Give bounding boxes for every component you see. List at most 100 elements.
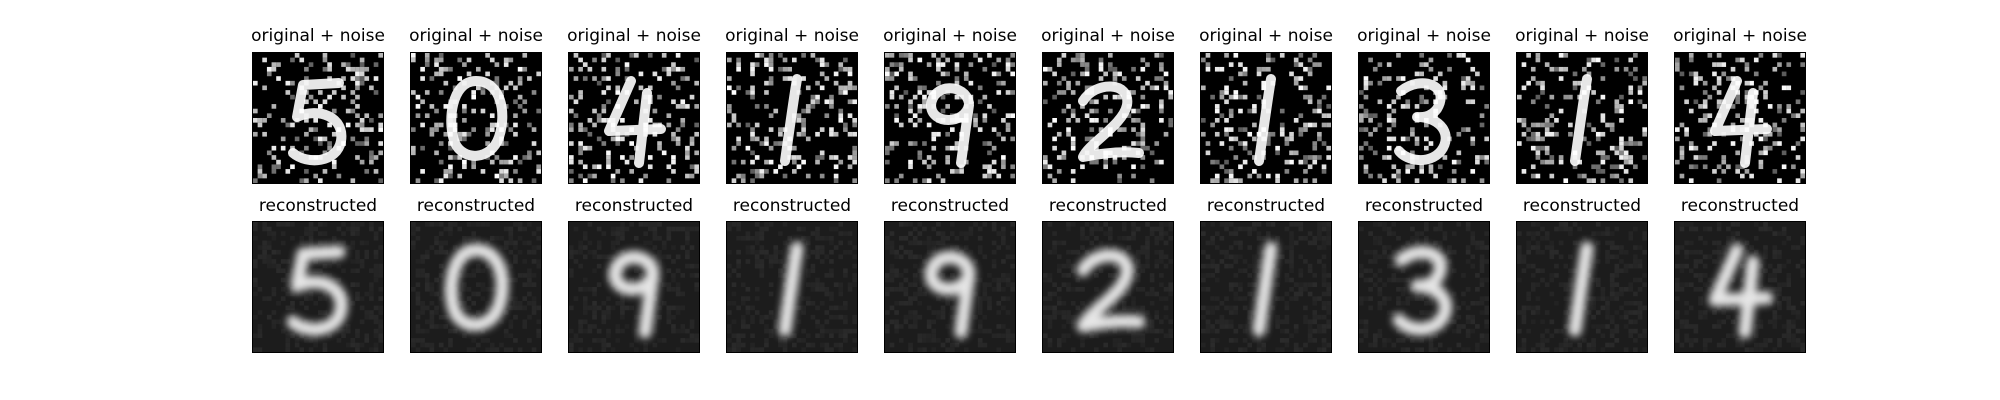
digit-4-stroke xyxy=(1708,243,1774,339)
panel-image-frame xyxy=(884,221,1016,353)
digit-5-stroke xyxy=(288,78,347,166)
reconstructed-digit-image xyxy=(1675,222,1805,352)
reconstructed-digit-image xyxy=(1359,222,1489,352)
digit-strokes xyxy=(1708,243,1774,339)
digit-1-stroke xyxy=(778,241,804,337)
digit-strokes xyxy=(444,243,509,332)
reconstruction-grain xyxy=(1517,222,1647,352)
panel-image-frame xyxy=(252,221,384,353)
panel-image-frame xyxy=(1200,52,1332,184)
noise-pixels xyxy=(253,53,383,183)
panel-image-frame xyxy=(1200,221,1332,353)
noisy-digit-image xyxy=(253,53,383,183)
digit-1-stroke xyxy=(1254,74,1276,166)
noise-pixels xyxy=(411,53,541,183)
noisy-digit-image xyxy=(1043,53,1173,183)
reconstruction-grain xyxy=(411,222,541,352)
reconstructed-digit-image xyxy=(885,222,1015,352)
panel-title: original + noise xyxy=(1199,26,1333,46)
digit-9-stroke xyxy=(608,250,660,339)
digit-strokes xyxy=(1568,241,1594,337)
panel-title: original + noise xyxy=(409,26,543,46)
panel-title: original + noise xyxy=(1357,26,1491,46)
panel-image-frame xyxy=(1516,52,1648,184)
noisy-digit-image xyxy=(411,53,541,183)
noisy-digit-image xyxy=(1201,53,1331,183)
reconstructed-digit-image xyxy=(1517,222,1647,352)
panel-title: reconstructed xyxy=(732,196,852,216)
panel-image-frame xyxy=(1358,221,1490,353)
digit-1-stroke xyxy=(1568,241,1594,337)
panel-image-frame xyxy=(1042,52,1174,184)
digit-9-stroke xyxy=(926,83,974,168)
noise-pixels xyxy=(1675,53,1805,183)
reconstructed-digit-image xyxy=(1043,222,1173,352)
panel-title: original + noise xyxy=(1041,26,1175,46)
digit-strokes xyxy=(780,74,802,166)
digit-strokes xyxy=(608,250,660,339)
panel-title: reconstructed xyxy=(574,196,694,216)
digit-strokes xyxy=(286,245,348,336)
panel-title: original + noise xyxy=(567,26,701,46)
panel-title: original + noise xyxy=(1673,26,1807,46)
panel-title: original + noise xyxy=(1515,26,1649,46)
panel-title: reconstructed xyxy=(1522,196,1642,216)
digit-strokes xyxy=(778,241,804,337)
digit-strokes xyxy=(1076,249,1146,333)
panel-image-frame xyxy=(410,221,542,353)
panel-image-frame xyxy=(1516,221,1648,353)
panel-title: reconstructed xyxy=(416,196,536,216)
reconstruction-grain xyxy=(569,222,699,352)
digit-strokes xyxy=(1252,241,1278,337)
noisy-digit-image xyxy=(727,53,857,183)
panel-image-frame xyxy=(410,52,542,184)
digit-strokes xyxy=(1254,74,1276,166)
panel-image-frame xyxy=(568,52,700,184)
reconstruction-grain xyxy=(1201,222,1331,352)
panel-image-frame xyxy=(1358,52,1490,184)
noise-pixels xyxy=(569,53,699,183)
panel-title: reconstructed xyxy=(1364,196,1484,216)
digit-0-stroke xyxy=(444,243,509,332)
panel-title: original + noise xyxy=(883,26,1017,46)
panel-title: reconstructed xyxy=(258,196,378,216)
noisy-digit-image xyxy=(1359,53,1489,183)
noise-pixels xyxy=(1359,53,1489,183)
reconstructed-digit-image xyxy=(411,222,541,352)
digit-strokes xyxy=(288,78,347,166)
noisy-digit-image xyxy=(569,53,699,183)
reconstructed-digit-image xyxy=(727,222,857,352)
noisy-digit-image xyxy=(885,53,1015,183)
panel-image-frame xyxy=(568,221,700,353)
panel-title: reconstructed xyxy=(1048,196,1168,216)
panel-title: reconstructed xyxy=(890,196,1010,216)
noisy-digit-image xyxy=(1517,53,1647,183)
digit-strokes xyxy=(1392,245,1453,336)
panel-image-frame xyxy=(726,52,858,184)
panel-image-frame xyxy=(1674,221,1806,353)
panel-title: reconstructed xyxy=(1206,196,1326,216)
panel-image-frame xyxy=(252,52,384,184)
noise-pixels xyxy=(1201,53,1331,183)
panel-title: reconstructed xyxy=(1680,196,1800,216)
noise-pixels xyxy=(1517,53,1647,183)
digit-1-stroke xyxy=(780,74,802,166)
digit-1-stroke xyxy=(1252,241,1278,337)
digit-9-stroke xyxy=(924,250,976,339)
reconstructed-digit-image xyxy=(253,222,383,352)
digit-strokes xyxy=(924,250,976,339)
reconstructed-digit-image xyxy=(1201,222,1331,352)
digit-5-stroke xyxy=(286,245,348,336)
panel-image-frame xyxy=(1674,52,1806,184)
noisy-digit-image xyxy=(1675,53,1805,183)
reconstruction-grain xyxy=(727,222,857,352)
noise-pixels xyxy=(885,53,1015,183)
digit-2-stroke xyxy=(1076,249,1146,333)
panel-title: original + noise xyxy=(251,26,385,46)
image-background xyxy=(1043,222,1173,352)
panel-image-frame xyxy=(884,52,1016,184)
digit-3-stroke xyxy=(1392,245,1453,336)
reconstructed-digit-image xyxy=(569,222,699,352)
digit-strokes xyxy=(926,83,974,168)
